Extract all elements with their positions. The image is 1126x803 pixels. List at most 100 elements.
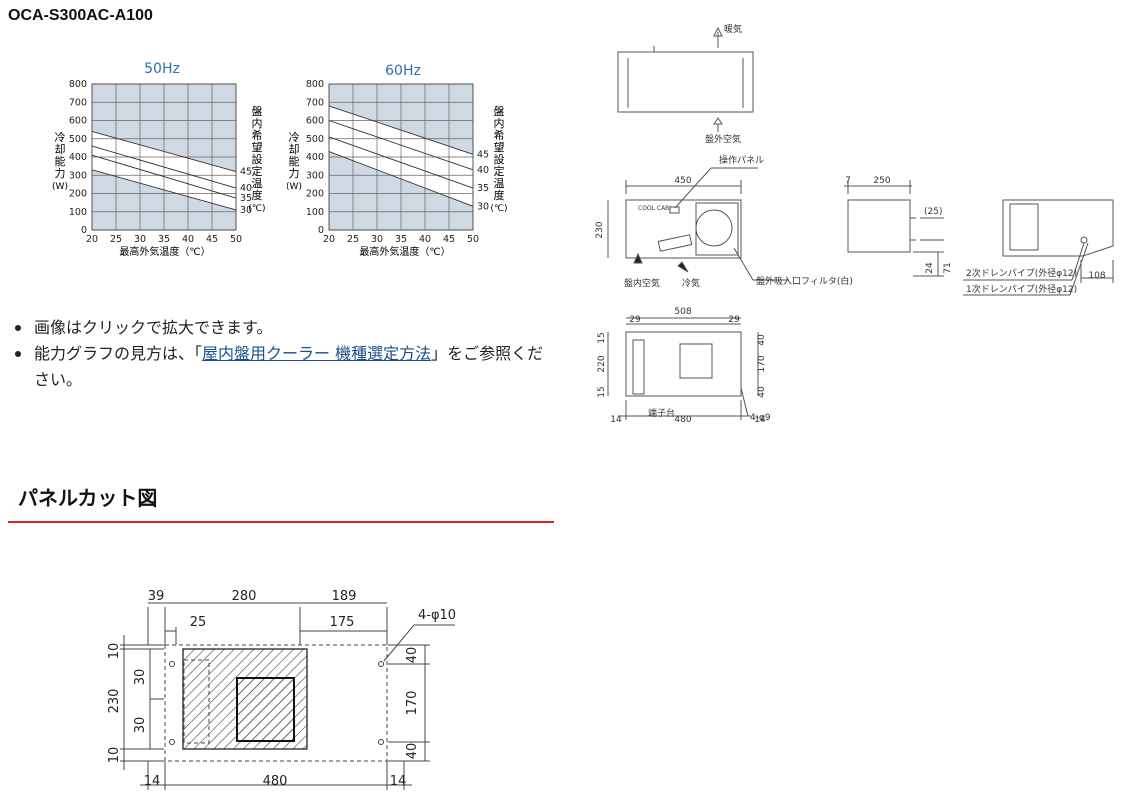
series-line (328, 105, 474, 155)
dim-40b: 40 (405, 743, 420, 760)
chart-title: 50Hz (144, 61, 180, 77)
y-tick-label: 700 (69, 97, 87, 108)
outline-drawing[interactable]: 暖気 盤外空気 操作パネル 450 230 COOL CABI 盤内空気 冷気 … (588, 18, 1120, 430)
dim-holes: 4-φ10 (418, 608, 456, 623)
y-tick-label: 0 (318, 225, 324, 236)
series-line (328, 151, 474, 207)
label-exhaust: 暖気 (724, 23, 742, 35)
panel-outline (164, 644, 388, 762)
label-cold-air: 冷気 (682, 277, 700, 289)
series-label: 30 (477, 201, 489, 212)
x-tick-label: 50 (467, 234, 479, 245)
x-tick-label: 30 (134, 234, 146, 245)
inner-opening (236, 677, 295, 742)
mount-hole (169, 739, 175, 745)
x-tick-label: 25 (110, 234, 122, 245)
right-label-char: (℃) (490, 204, 507, 214)
y-axis-label-char: 力 (55, 167, 66, 180)
dim-170-outline: 170 (757, 355, 767, 372)
note-click-to-enlarge: 画像はクリックで拡大できます。 (10, 315, 555, 341)
right-label-char: 希 (494, 128, 505, 142)
x-axis-label: 最高外気温度（℃） (359, 245, 450, 258)
dim-30a: 30 (133, 669, 148, 686)
right-label-char: 希 (252, 128, 263, 142)
dim-7: 7 (845, 176, 851, 186)
series-line (91, 145, 237, 189)
right-label-char: 温 (252, 177, 263, 190)
y-axis-label-char: 冷 (55, 131, 66, 144)
y-tick-label: 800 (306, 79, 324, 90)
x-tick-label: 45 (206, 234, 218, 245)
y-axis-label-char: (W) (287, 182, 302, 192)
label-drain2: 2次ドレンパイプ(外径φ12) (966, 267, 1077, 279)
series-line (328, 136, 474, 189)
right-label-char: 盤 (494, 105, 505, 118)
y-tick-label: 800 (69, 79, 87, 90)
dim-280: 280 (232, 589, 257, 604)
y-tick-label: 600 (69, 116, 87, 127)
dim-14a-outline: 14 (610, 415, 622, 425)
label-holes: 4-φ9 (750, 413, 771, 423)
right-label-char: 望 (494, 141, 505, 154)
y-tick-label: 200 (306, 189, 324, 200)
dim-480: 480 (263, 774, 288, 789)
y-axis-label-char: 能 (289, 154, 300, 168)
y-axis-label-char: 却 (55, 143, 66, 156)
right-label-char: 望 (252, 141, 263, 154)
selection-guide-link[interactable]: 屋内盤用クーラー 機種選定方法 (202, 344, 432, 363)
y-tick-label: 100 (69, 207, 87, 218)
series-label: 35 (240, 193, 252, 204)
note-text: 画像はクリックで拡大できます。 (34, 318, 273, 337)
dim-10a: 10 (107, 643, 122, 660)
dim-250: 250 (873, 176, 890, 186)
dim-14b-outline: 14 (754, 415, 766, 425)
note-selection-guide: 能力グラフの見方は、「屋内盤用クーラー 機種選定方法」をご参照ください。 (10, 341, 555, 393)
y-axis-label-char: 能 (55, 154, 66, 168)
heading-underline (8, 521, 554, 523)
dim-10b: 10 (107, 747, 122, 764)
dim-40a: 40 (405, 647, 420, 664)
series-line (91, 154, 237, 199)
unit-back-view (625, 331, 742, 397)
right-label-char: 内 (252, 116, 263, 130)
dim-30b: 30 (133, 717, 148, 734)
y-axis-label: 冷 却 能 力 (W) (286, 131, 302, 192)
dim-25-outline: (25) (924, 207, 942, 217)
y-tick-label: 300 (69, 170, 87, 181)
plot-frame (328, 83, 474, 231)
note-prefix: 能力グラフの見方は、「 (34, 344, 203, 363)
y-axis-label-char: 却 (289, 143, 300, 156)
series-line (328, 120, 474, 171)
y-tick-label: 400 (69, 152, 87, 163)
dim-220: 220 (597, 355, 607, 372)
right-label-char: 度 (252, 188, 263, 202)
plot-frame (91, 83, 237, 231)
dim-71: 71 (943, 262, 953, 273)
note-suffix: 」をご参照ください。 (34, 344, 544, 389)
series-label: 35 (477, 183, 489, 194)
y-tick-label: 600 (306, 116, 324, 127)
label-operation-panel: 操作パネル (719, 154, 764, 166)
series-line (91, 131, 237, 173)
y-tick-label: 500 (306, 134, 324, 145)
dim-508: 508 (674, 307, 691, 317)
y-tick-label: 400 (306, 152, 324, 163)
label-terminal: 端子台 (648, 407, 675, 419)
series-label: 30 (240, 205, 252, 216)
chart-title: 60Hz (385, 63, 421, 79)
dim-15a: 15 (597, 332, 607, 343)
label-brand: COOL CABI (638, 205, 671, 212)
x-tick-label: 25 (347, 234, 359, 245)
y-tick-label: 200 (69, 189, 87, 200)
right-label-char: 内 (494, 116, 505, 130)
right-label-char: 定 (494, 164, 505, 178)
right-label-char: 設 (494, 152, 505, 166)
unit-front-view (625, 199, 742, 259)
panel-cut-drawing[interactable]: 39 280 189 25 175 4-φ10 10 30 230 30 10 … (100, 585, 470, 795)
mount-hole (169, 661, 175, 667)
y-tick-label: 0 (81, 225, 87, 236)
x-tick-label: 20 (86, 234, 98, 245)
